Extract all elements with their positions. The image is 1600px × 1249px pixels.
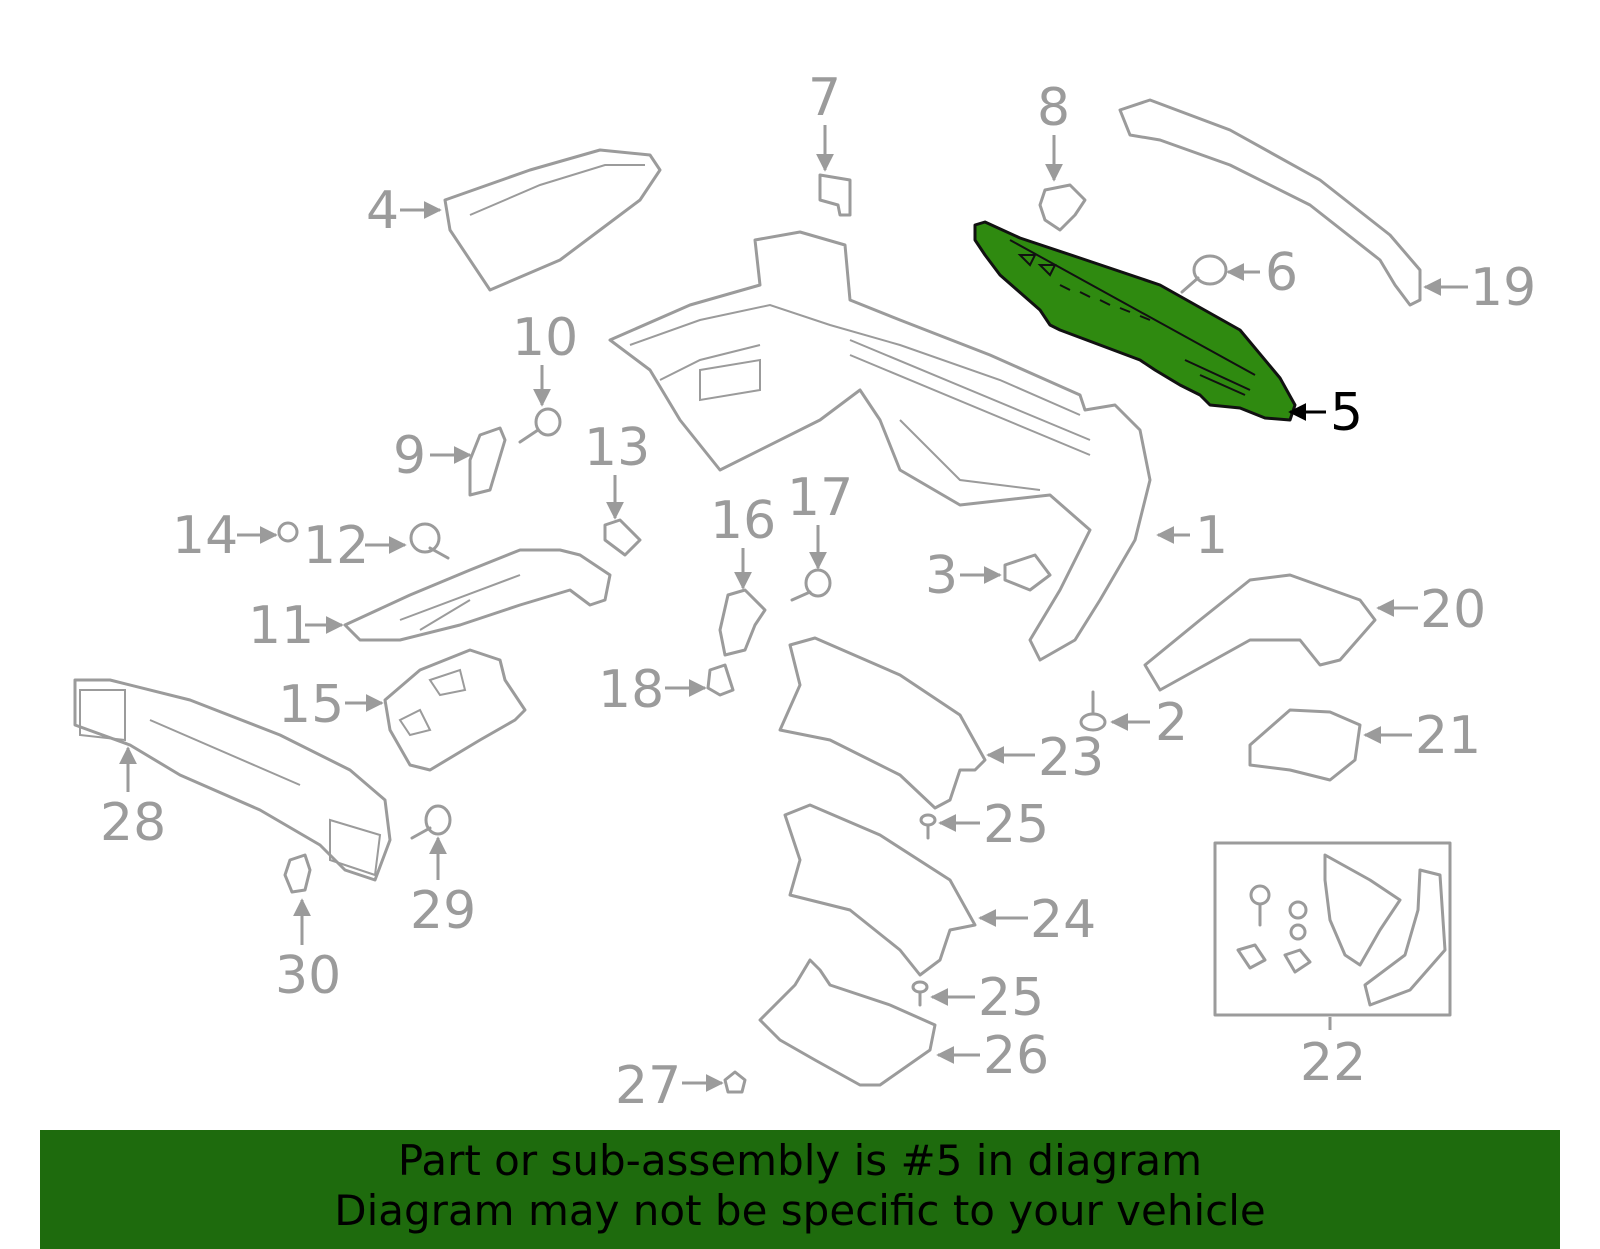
part-23-skid-plate[interactable] — [778, 636, 987, 810]
part-10-bolt[interactable] — [518, 407, 562, 444]
callout-5[interactable]: 5 — [1330, 383, 1363, 443]
callout-15[interactable]: 15 — [278, 675, 344, 735]
part-13-clip[interactable] — [603, 518, 642, 557]
callout-25-upper[interactable]: 25 — [983, 795, 1049, 855]
part-14-nut[interactable] — [277, 521, 299, 543]
callout-28[interactable]: 28 — [100, 793, 166, 853]
callout-17[interactable]: 17 — [787, 468, 853, 528]
part-24-lower-cover[interactable] — [783, 803, 977, 977]
callout-25-lower[interactable]: 25 — [978, 968, 1044, 1028]
banner-line-1: Part or sub-assembly is #5 in diagram — [397, 1136, 1203, 1185]
part-17-bolt[interactable] — [790, 568, 832, 602]
callout-20[interactable]: 20 — [1420, 580, 1486, 640]
callout-13[interactable]: 13 — [584, 418, 650, 478]
callout-labels: 1 2 3 4 5 6 7 8 9 10 11 12 13 14 15 16 1… — [100, 68, 1536, 1116]
callout-10[interactable]: 10 — [512, 308, 578, 368]
callout-4[interactable]: 4 — [366, 181, 399, 241]
callout-9[interactable]: 9 — [393, 426, 426, 486]
part-30-nut[interactable] — [283, 853, 312, 894]
part-16-bracket[interactable] — [718, 588, 767, 657]
callout-24[interactable]: 24 — [1030, 890, 1096, 950]
part-4-bracket[interactable] — [443, 148, 662, 292]
callout-27[interactable]: 27 — [615, 1056, 681, 1116]
part-6-bolt[interactable] — [1180, 254, 1228, 294]
part-8-retainer[interactable] — [1038, 183, 1087, 232]
part-29-bolt[interactable] — [410, 804, 452, 840]
part-25-screw-lower[interactable] — [911, 980, 929, 1007]
callout-26[interactable]: 26 — [983, 1026, 1049, 1086]
part-15-panel[interactable] — [383, 648, 527, 772]
part-5-energy-absorber[interactable] — [973, 220, 1297, 422]
part-18-clip[interactable] — [706, 663, 735, 697]
part-28-reinforcement-beam[interactable] — [73, 678, 392, 882]
part-12-bolt[interactable] — [409, 522, 450, 560]
callout-12[interactable]: 12 — [303, 516, 369, 576]
callout-18[interactable]: 18 — [598, 660, 664, 720]
callout-11[interactable]: 11 — [248, 596, 314, 656]
part-25-screw-upper[interactable] — [919, 813, 937, 840]
parts-diagram: 1 2 3 4 5 6 7 8 9 10 11 12 13 14 15 16 1… — [73, 68, 1536, 1116]
callout-3[interactable]: 3 — [925, 546, 958, 606]
part-27-clip[interactable] — [723, 1070, 747, 1094]
part-26-shield[interactable] — [758, 958, 937, 1087]
info-banner: Part or sub-assembly is #5 in diagram Di… — [40, 1130, 1560, 1249]
part-21-cover[interactable] — [1248, 708, 1362, 782]
callout-16[interactable]: 16 — [710, 491, 776, 551]
part-11-bracket[interactable] — [343, 548, 612, 642]
part-3-clip[interactable] — [1003, 553, 1052, 592]
callout-2[interactable]: 2 — [1155, 693, 1188, 753]
part-7-clip[interactable] — [818, 173, 852, 217]
callout-8[interactable]: 8 — [1037, 78, 1070, 138]
banner-line-2: Diagram may not be specific to your vehi… — [334, 1186, 1266, 1235]
part-19-trim-strip[interactable] — [1118, 98, 1422, 307]
part-2-fastener[interactable] — [1079, 690, 1107, 732]
leader-lines — [119, 125, 1468, 1092]
callout-7[interactable]: 7 — [808, 68, 841, 128]
part-1-bumper-cover[interactable] — [608, 230, 1152, 662]
callout-21[interactable]: 21 — [1415, 706, 1481, 766]
callout-14[interactable]: 14 — [172, 506, 238, 566]
callout-30[interactable]: 30 — [275, 946, 341, 1006]
callout-19[interactable]: 19 — [1470, 258, 1536, 318]
callout-29[interactable]: 29 — [410, 881, 476, 941]
callout-6[interactable]: 6 — [1265, 243, 1298, 303]
callout-23[interactable]: 23 — [1038, 728, 1104, 788]
callout-22[interactable]: 22 — [1300, 1033, 1366, 1093]
part-20-bracket[interactable] — [1143, 573, 1377, 692]
part-22-mudflap-kit[interactable] — [1213, 841, 1452, 1017]
callout-1[interactable]: 1 — [1195, 506, 1228, 566]
part-9-bracket[interactable] — [468, 426, 507, 497]
